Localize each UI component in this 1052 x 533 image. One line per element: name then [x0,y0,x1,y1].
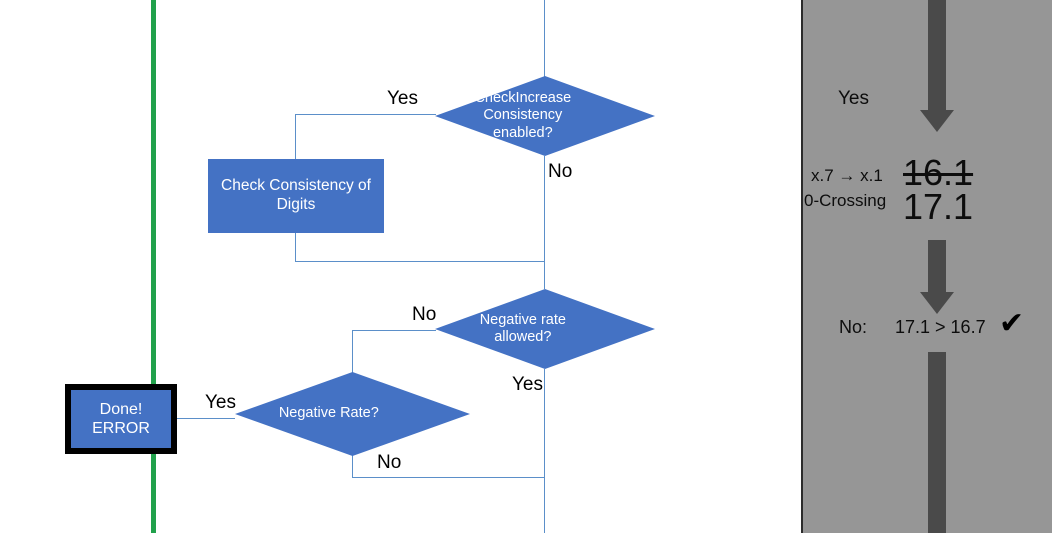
panel-arrow-shaft-3 [928,352,946,533]
panel-annotation-line1: x.7 → x.1 [811,166,883,185]
connector-neg-rate-no-vertical [352,455,353,477]
connector-no-branch-spine [544,156,545,289]
decision-negative-rate-allowed[interactable]: Negative rate allowed? [435,289,655,369]
edge-label-check-increase-no: No [548,161,573,182]
edge-label-negative-allowed-no: No [412,304,437,325]
connector-neg-allowed-no-horizontal [352,330,436,331]
connector-yes-branch-horizontal [295,114,436,115]
panel-check-icon: ✔ [999,307,1025,340]
terminator-done-line1: Done! [99,400,143,418]
terminator-done-line2: ERROR [92,420,150,437]
process-check-consistency-line1: Check Consistency [221,177,354,195]
decision-check-increase-line1: CheckIncrease [474,90,572,107]
panel-comparison-prefix: No: [839,317,868,337]
connector-done-error-horizontal [177,418,235,419]
panel-yes-label: Yes [838,88,869,109]
process-check-consistency-of-digits[interactable]: Check Consistency of Digits [208,159,384,233]
panel-arrow-head-1-icon [920,110,954,132]
connector-neg-rate-no-horizontal [352,477,545,478]
edge-label-check-increase-yes: Yes [387,88,418,109]
process-check-consistency-line2: of Digits [276,177,371,213]
edge-label-negative-allowed-yes: Yes [512,374,543,395]
panel-arrow-shaft-2 [928,240,946,292]
decision-negative-rate[interactable]: Negative Rate? [235,372,470,456]
green-divider-line [151,0,156,533]
connector-neg-allowed-no-vertical [352,330,353,378]
terminator-done-error[interactable]: Done! ERROR [65,384,177,454]
connector-yes-branch-vertical-down [295,114,296,159]
panel-arrow-head-2-icon [920,292,954,314]
connector-neg-allowed-yes-spine [544,369,545,533]
decision-check-increase-line3: enabled? [492,124,553,141]
decision-negative-rate-allowed-line1: Negative rate [479,311,566,328]
panel-value-current: 17.1 [903,186,974,227]
decision-check-increase-line2: Consistency [483,107,563,124]
edge-label-negative-rate-no: No [377,452,402,473]
decision-check-increase-consistency[interactable]: CheckIncrease Consistency enabled? [435,76,655,156]
right-annotation-panel: Yes x.7 → x.1 0-Crossing 16.1 17.1 No: 1… [801,0,1052,533]
panel-value-struck: 16.1 [903,152,974,193]
panel-comparison-expression: 17.1 > 16.7 [895,317,986,337]
connector-box-return-horizontal [295,261,545,262]
decision-negative-rate-line1: Negative Rate? [278,405,379,422]
panel-annotation-line2: 0-Crossing [804,191,887,210]
edge-label-negative-rate-yes: Yes [205,392,236,413]
panel-arrow-shaft-1 [928,0,946,110]
connector-box-bottom-vertical [295,233,296,261]
connector-spine-top [544,0,545,77]
decision-negative-rate-allowed-line2: allowed? [494,329,552,345]
